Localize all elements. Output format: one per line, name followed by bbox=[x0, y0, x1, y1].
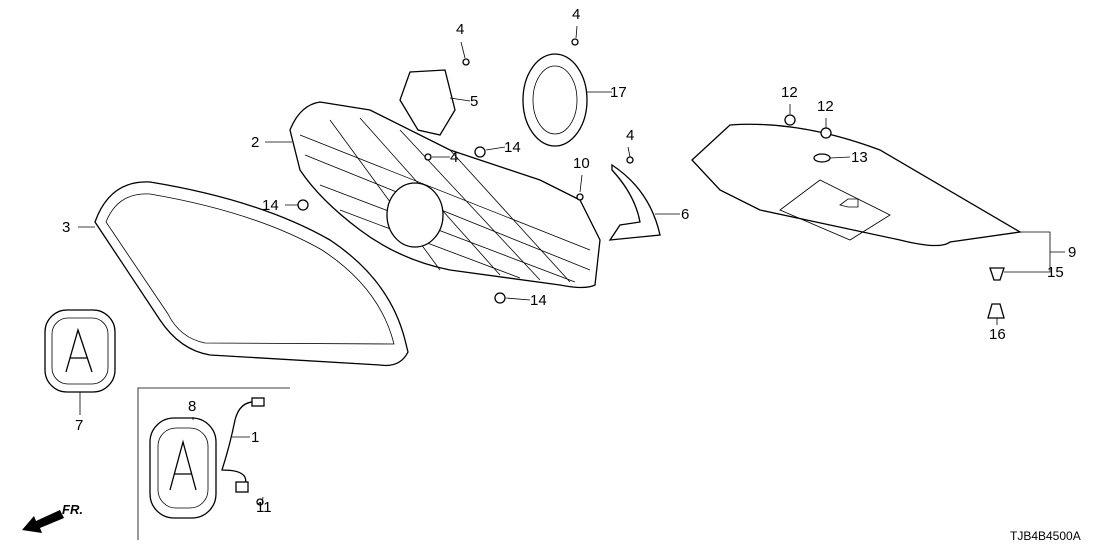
callout-12: 12 bbox=[817, 98, 834, 115]
callout-6: 6 bbox=[681, 206, 690, 223]
callout-8: 8 bbox=[188, 398, 197, 415]
callout-4: 4 bbox=[572, 6, 581, 23]
callout-14: 14 bbox=[530, 292, 547, 309]
callout-4: 4 bbox=[626, 127, 635, 144]
cover-5 bbox=[399, 69, 456, 136]
grille bbox=[289, 101, 601, 289]
callout-15: 15 bbox=[1047, 264, 1064, 281]
callout-4: 4 bbox=[456, 21, 465, 38]
callout-13: 13 bbox=[851, 149, 868, 166]
bracket-6 bbox=[608, 163, 661, 241]
drawing-code: TJB4B4500A bbox=[1010, 529, 1081, 543]
callout-11: 11 bbox=[256, 499, 272, 516]
callout-1: 1 bbox=[251, 429, 260, 446]
callout-3: 3 bbox=[62, 219, 71, 236]
callout-14: 14 bbox=[262, 197, 279, 214]
harness-1 bbox=[221, 401, 259, 486]
callout-17: 17 bbox=[610, 84, 627, 101]
emblem-7 bbox=[44, 309, 116, 393]
callout-5: 5 bbox=[470, 93, 479, 110]
front-direction-label: FR. bbox=[62, 502, 83, 517]
front-direction-arrow-icon bbox=[22, 510, 64, 533]
emblem-8 bbox=[149, 417, 217, 519]
callout-12: 12 bbox=[781, 84, 798, 101]
upper-cover-9 bbox=[691, 123, 1022, 247]
clips bbox=[256, 38, 1005, 506]
leader-lines bbox=[78, 25, 1065, 506]
callout-7: 7 bbox=[75, 417, 84, 434]
emblem-opening bbox=[386, 182, 444, 248]
inset-border bbox=[137, 387, 290, 540]
callout-9: 9 bbox=[1068, 244, 1077, 261]
callout-10: 10 bbox=[573, 155, 590, 172]
callout-2: 2 bbox=[251, 134, 260, 151]
callout-14: 14 bbox=[504, 139, 521, 156]
grille-frame bbox=[94, 181, 409, 367]
callout-4: 4 bbox=[450, 149, 459, 166]
callout-16: 16 bbox=[989, 326, 1006, 343]
